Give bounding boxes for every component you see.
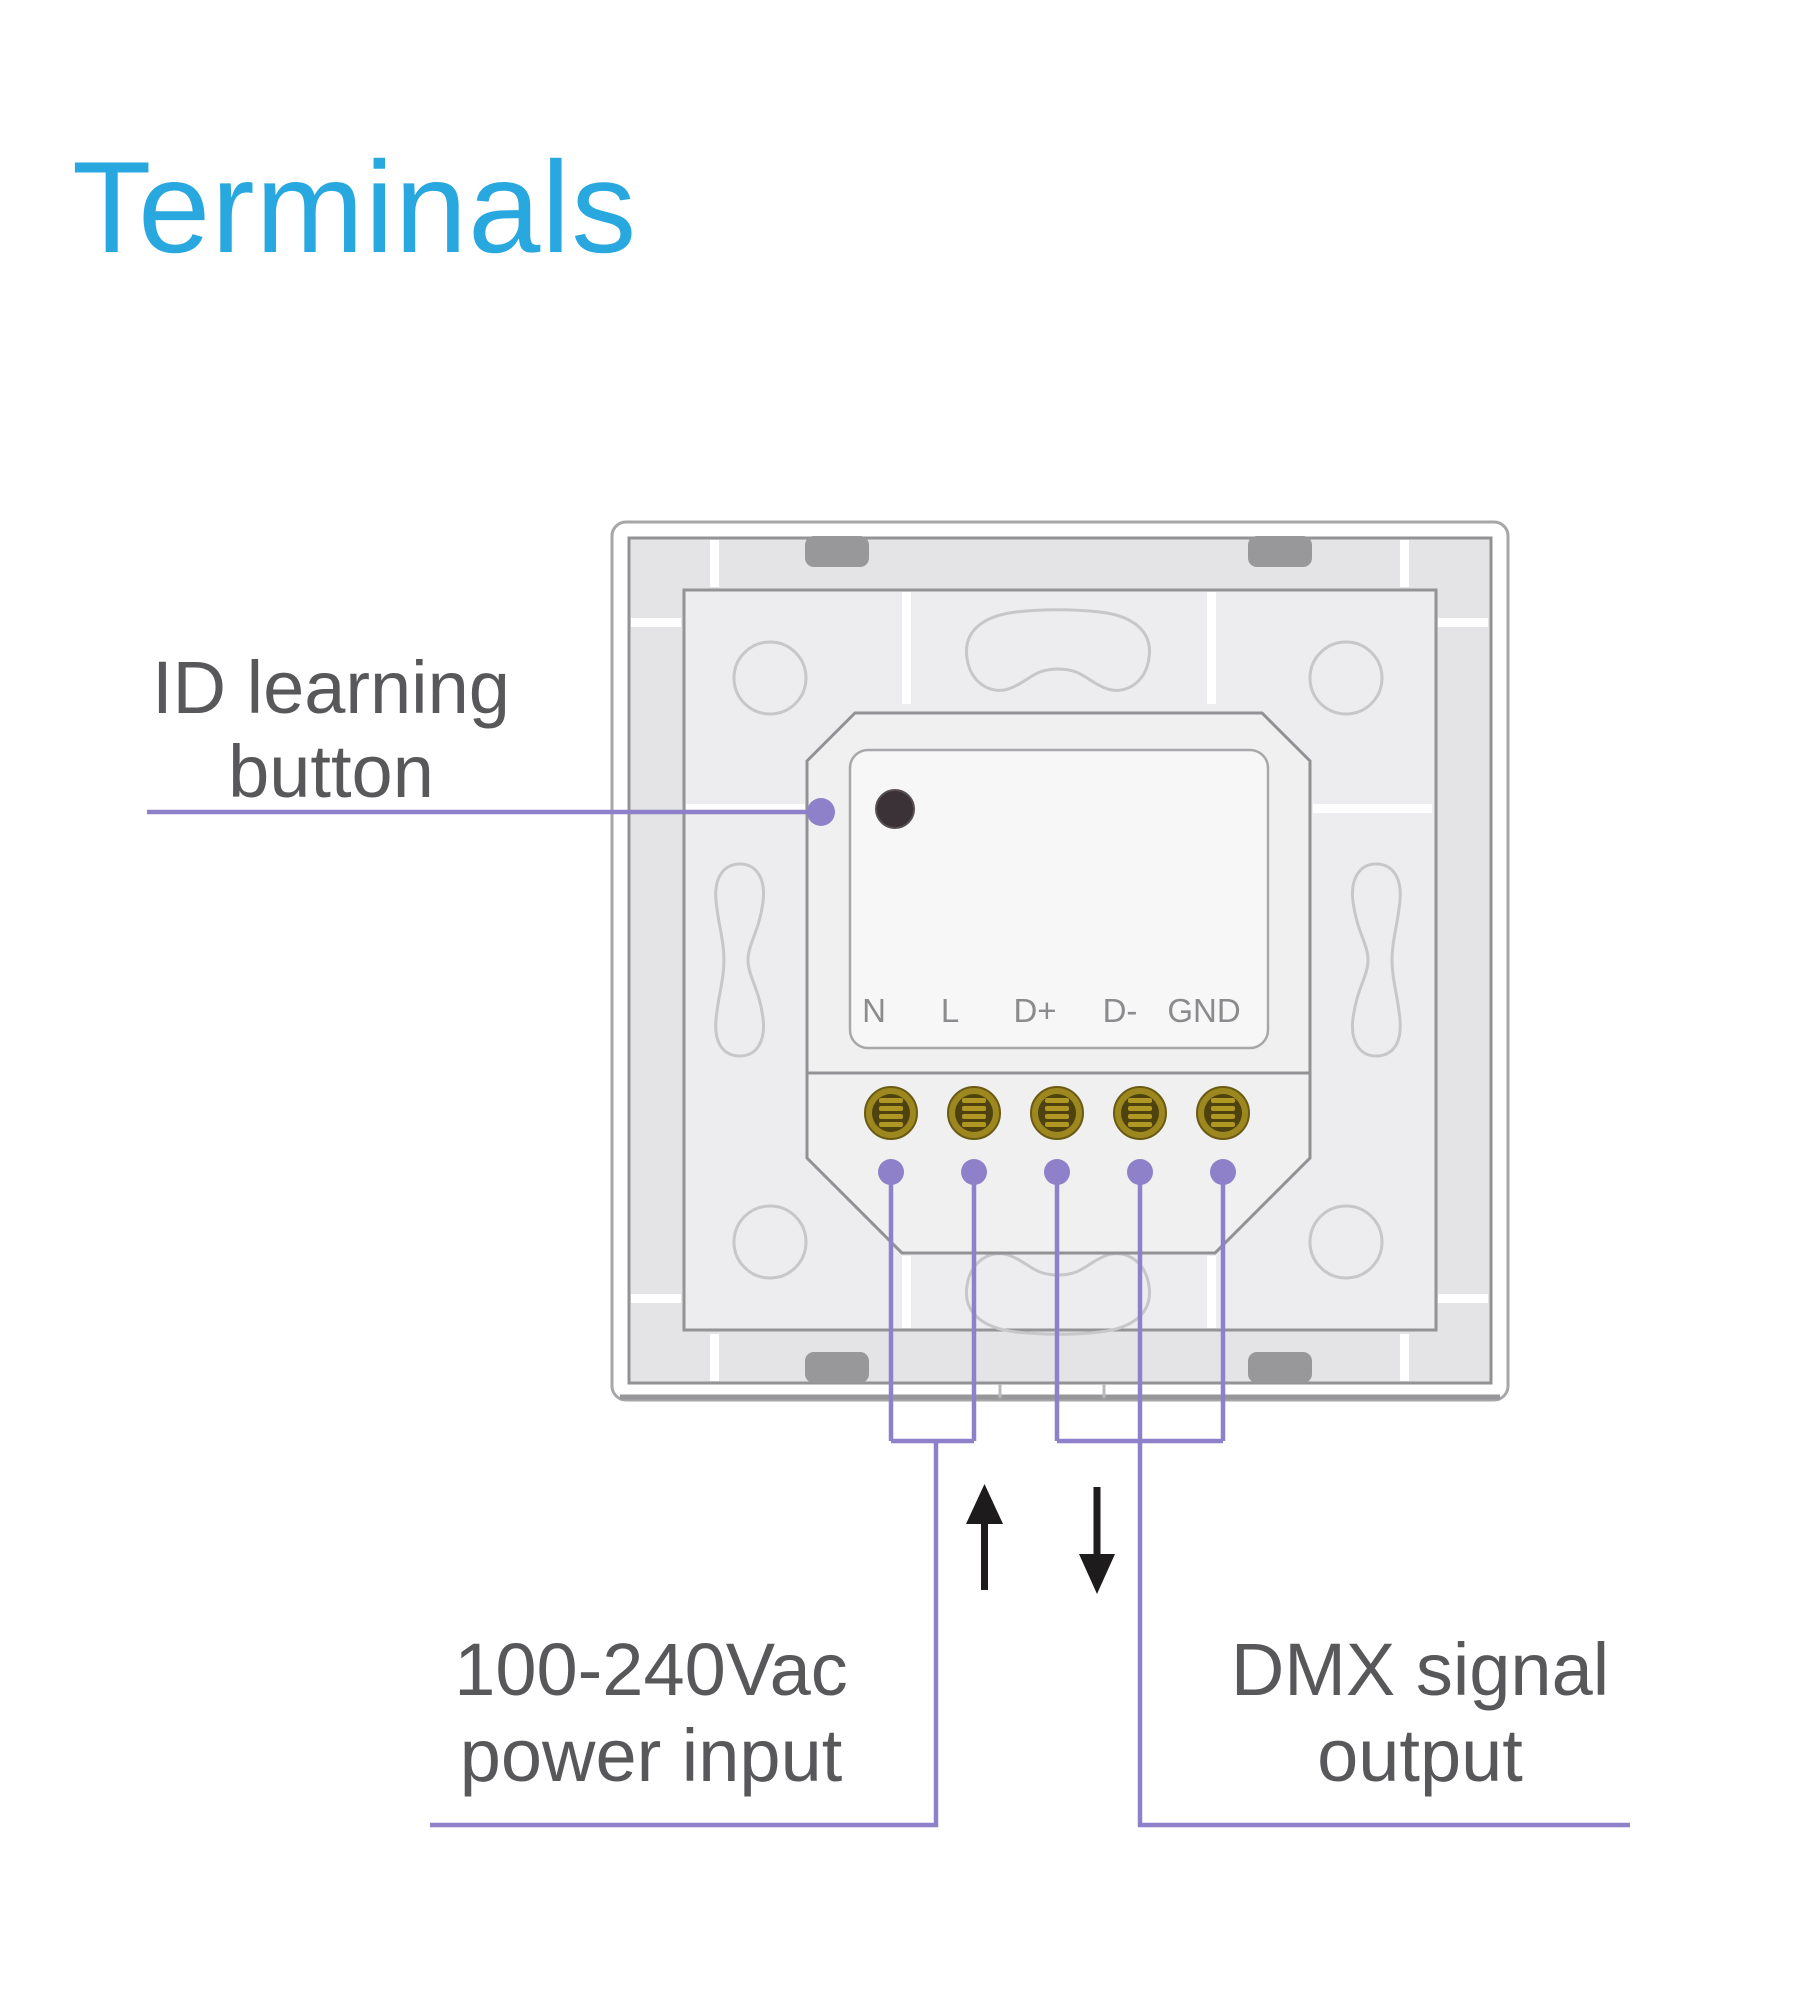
terminal-screw <box>1113 1086 1167 1140</box>
terminal-label-dminus: D- <box>1103 992 1138 1029</box>
touch-circle-top-left <box>732 640 808 716</box>
terminal-dot-n <box>878 1159 904 1185</box>
id-callout-dot <box>807 798 835 826</box>
terminal-screw <box>1030 1086 1084 1140</box>
mounting-tab-bottom-right <box>1248 1352 1312 1383</box>
terminal-screw <box>864 1086 918 1140</box>
wiring <box>147 809 1630 1828</box>
id-learning-label-line1: ID learning <box>152 646 510 729</box>
terminal-panel <box>848 748 1270 1050</box>
wire-dots <box>807 798 1236 1185</box>
id-learning-button <box>875 789 915 829</box>
touch-circle-top-right <box>1308 640 1384 716</box>
mounting-tab-bottom-left <box>805 1352 869 1383</box>
touch-circle-bottom-right <box>1308 1204 1384 1280</box>
terminal-dot-dminus <box>1127 1159 1153 1185</box>
flow-arrows <box>966 1484 1115 1594</box>
touch-bean-left <box>714 862 766 1058</box>
terminal-label-n: N <box>862 992 886 1029</box>
dmx-output-label-line2: output <box>1317 1714 1523 1797</box>
mounting-tab-top-left <box>805 536 869 567</box>
down-arrow-icon <box>1093 1487 1101 1561</box>
dmx-output-label-line1: DMX signal <box>1230 1628 1610 1711</box>
terminal-screw <box>1196 1086 1250 1140</box>
terminal-labels: N L D+ D- GND <box>862 992 1241 1029</box>
id-learning-label: ID learning button <box>81 646 581 814</box>
power-input-wire <box>430 1172 977 1828</box>
power-input-label: 100-240Vac power input <box>351 1627 951 1799</box>
up-arrow-icon <box>981 1516 988 1590</box>
page-title: Terminals <box>72 134 638 280</box>
touch-bean-top <box>964 608 1152 692</box>
mounting-tab-top-right <box>1248 536 1312 567</box>
terminal-dot-dplus <box>1044 1159 1070 1185</box>
terminal-label-l: L <box>941 992 959 1029</box>
dmx-output-wire <box>1054 1172 1630 1828</box>
terminal-dot-gnd <box>1210 1159 1236 1185</box>
frame-mold-ticks <box>998 1384 1106 1398</box>
power-input-label-line1: 100-240Vac <box>454 1628 848 1711</box>
terminal-dot-l <box>961 1159 987 1185</box>
terminal-screw <box>947 1086 1001 1140</box>
id-learning-label-line2: button <box>228 730 434 813</box>
power-input-label-line2: power input <box>459 1714 843 1797</box>
up-arrow-icon <box>966 1484 1003 1524</box>
plate-seam-lines <box>631 540 1488 1381</box>
dmx-output-label: DMX signal output <box>1120 1627 1720 1799</box>
touch-circle-bottom-left <box>732 1204 808 1280</box>
touch-zone-outlines <box>714 608 1402 1336</box>
terminal-label-dplus: D+ <box>1013 992 1056 1029</box>
terminal-label-gnd: GND <box>1167 992 1240 1029</box>
down-arrow-icon <box>1079 1554 1115 1594</box>
terminal-screws <box>864 1086 1250 1140</box>
